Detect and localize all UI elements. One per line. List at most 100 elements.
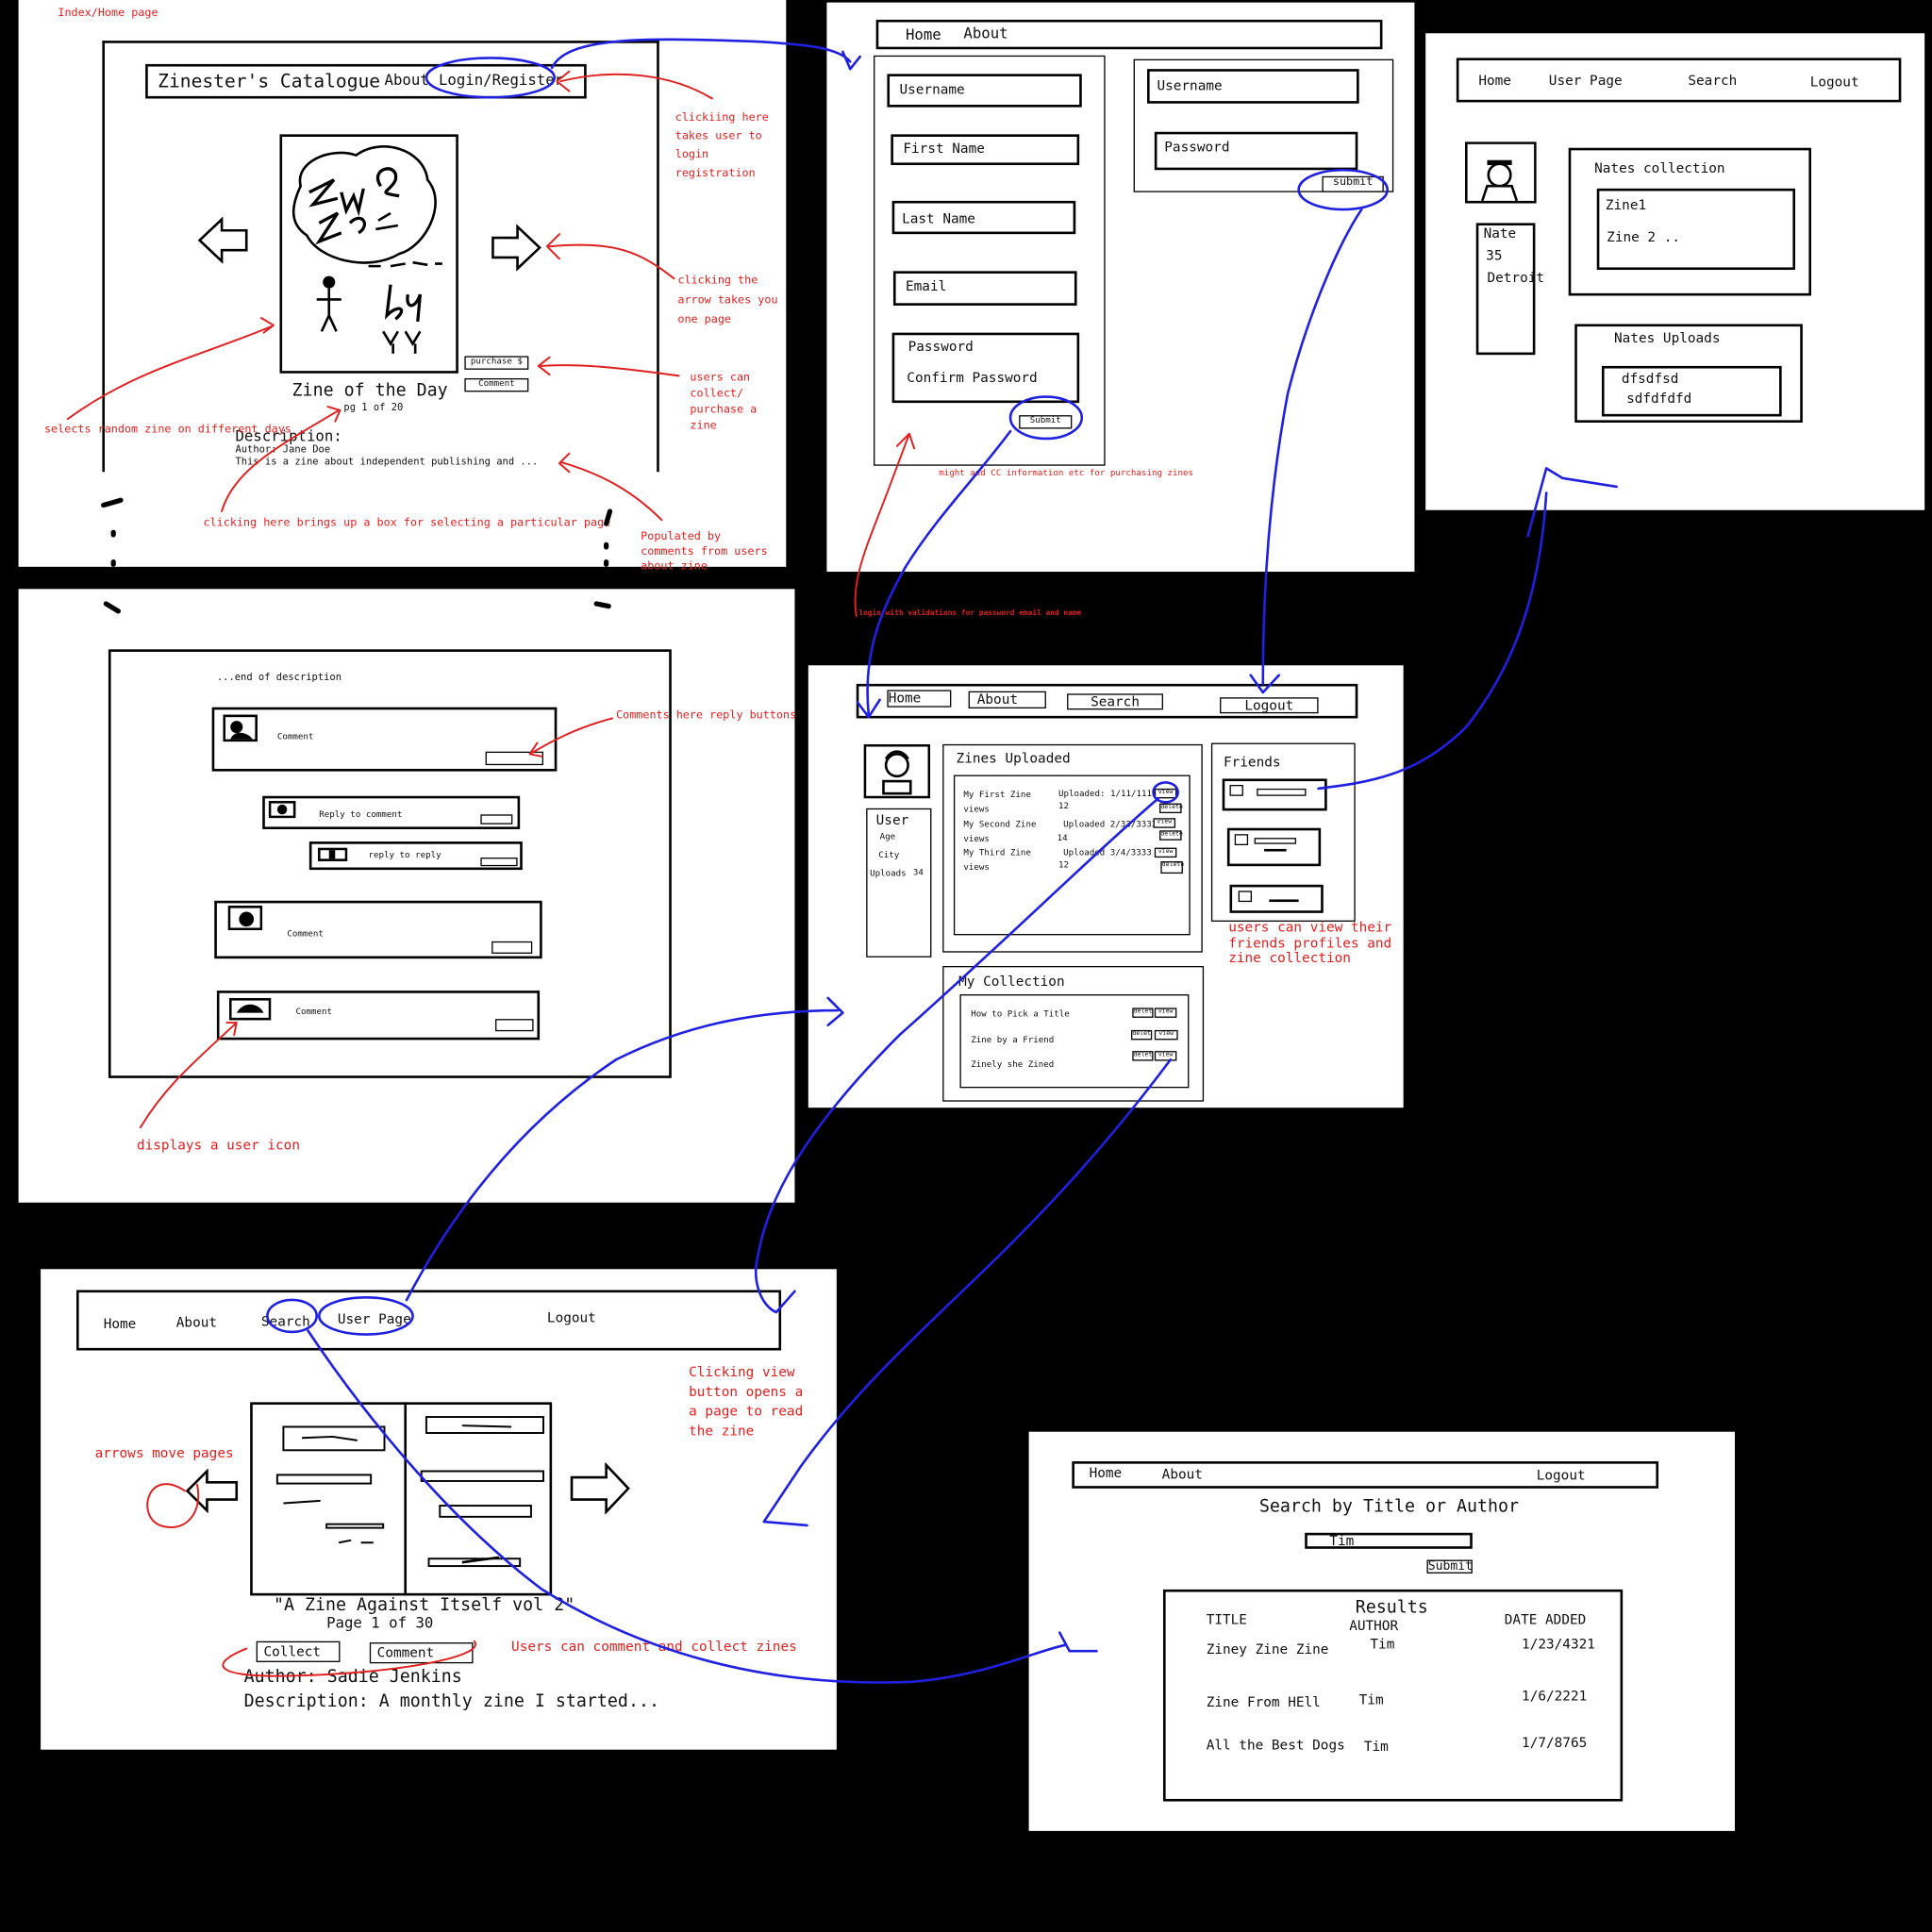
friend-collection-item[interactable]: Zine1	[1605, 196, 1647, 213]
result-title[interactable]: Ziney Zine Zine	[1206, 1641, 1329, 1657]
reader-author: Author: Sadie Jenkins	[243, 1667, 462, 1688]
collect-button[interactable]: Collect	[256, 1641, 341, 1662]
reply-button[interactable]	[480, 858, 518, 867]
purchase-button[interactable]: purchase $	[464, 356, 529, 370]
reply-button[interactable]	[495, 1019, 534, 1032]
first-name-field[interactable]: First Name	[891, 134, 1080, 166]
collection-item[interactable]: Zinely she Zined	[971, 1059, 1055, 1070]
friend-collection-item[interactable]: Zine 2 ..	[1607, 228, 1681, 245]
confirm-password-field[interactable]: Confirm Password	[907, 369, 1038, 386]
view-button[interactable]: view	[1153, 818, 1176, 828]
register-form	[874, 55, 1106, 466]
nav-about-link[interactable]: About	[968, 691, 1046, 709]
view-button[interactable]: view	[1154, 1029, 1178, 1041]
register-submit-button[interactable]: Submit	[1019, 415, 1073, 429]
search-submit-button[interactable]: Submit	[1426, 1559, 1473, 1574]
nav-home-link[interactable]: Home	[905, 25, 941, 43]
uploaded-zine-views-label: views	[963, 804, 990, 815]
login-password-field[interactable]: Password	[1154, 131, 1358, 171]
site-title: Zinester's Catalogue	[158, 70, 381, 92]
annotation-view: Clicking view button opens a a page to r…	[689, 1363, 804, 1440]
nav-home-link[interactable]: Home	[103, 1315, 137, 1332]
reader-comment-button[interactable]: Comment	[369, 1642, 474, 1664]
collection-item[interactable]: How to Pick a Title	[971, 1008, 1070, 1020]
index-page-counter[interactable]: pg 1 of 20	[343, 401, 404, 413]
zine-cover[interactable]	[279, 134, 458, 374]
friend-upload-item[interactable]: sdfdfdfd	[1626, 391, 1692, 408]
uploaded-zine-views: 12	[1058, 800, 1069, 811]
result-title[interactable]: Zine From HEll	[1206, 1693, 1321, 1710]
friend-card[interactable]	[1229, 884, 1324, 913]
nav-logout-link[interactable]: Logout	[1809, 74, 1859, 91]
nav-search-link[interactable]: Search	[260, 1313, 310, 1330]
nav-logout-link[interactable]: Logout	[1536, 1467, 1586, 1484]
reader-page-counter[interactable]: Page 1 of 30	[326, 1614, 434, 1632]
result-author: Tim	[1363, 1738, 1389, 1755]
nav-user-page-link[interactable]: User Page	[1548, 73, 1623, 90]
friend-name: Nate	[1483, 225, 1517, 242]
nav-logout-link[interactable]: Logout	[546, 1309, 596, 1326]
search-input[interactable]: Tim	[1305, 1532, 1473, 1549]
view-button[interactable]: view	[1154, 1051, 1177, 1061]
nav-user-page-link[interactable]: User Page	[337, 1310, 411, 1327]
last-name-field[interactable]: Last Name	[891, 200, 1076, 235]
reply-button[interactable]	[491, 941, 533, 954]
reply-button[interactable]	[485, 751, 543, 766]
delete-button[interactable]: delete	[1160, 860, 1184, 874]
nav-about-link[interactable]: About	[384, 71, 429, 90]
comment-label: Comment	[276, 731, 314, 742]
view-button[interactable]: view	[1154, 1008, 1177, 1018]
friend-uploads-title: Nates Uploads	[1614, 330, 1721, 347]
delete-button[interactable]: delete	[1132, 1051, 1154, 1061]
email-field[interactable]: Email	[892, 271, 1077, 306]
password-field[interactable]: Password	[908, 339, 974, 356]
nav-home-link[interactable]: Home	[1478, 73, 1511, 90]
arrow-left-icon[interactable]	[197, 216, 249, 264]
uploaded-zine-name[interactable]: My Third Zine	[963, 847, 1031, 858]
reply-button[interactable]	[480, 814, 513, 824]
delete-button[interactable]: delete	[1159, 803, 1183, 814]
friend-name-bar	[1254, 838, 1297, 844]
search-heading: Search by Title or Author	[1258, 1496, 1520, 1517]
delete-button[interactable]: delete	[1131, 1029, 1153, 1041]
friend-avatar-icon	[1238, 891, 1253, 903]
arrow-right-icon[interactable]	[569, 1462, 630, 1515]
result-title[interactable]: All the Best Dogs	[1206, 1737, 1345, 1754]
nav-login-link[interactable]: Login/Register	[438, 71, 564, 90]
result-date: 1/23/4321	[1522, 1636, 1595, 1653]
friend-card[interactable]	[1226, 827, 1322, 867]
nav-search-link[interactable]: Search	[1688, 73, 1738, 90]
collection-item[interactable]: Zine by a Friend	[971, 1035, 1055, 1045]
login-submit-button[interactable]: submit	[1322, 175, 1384, 192]
delete-button[interactable]: delete	[1159, 830, 1183, 841]
nav-about-link[interactable]: About	[1161, 1466, 1203, 1483]
results-title: Results	[1355, 1598, 1428, 1618]
annotation-validations: login with validations for password emai…	[858, 608, 1082, 618]
index-comment-button[interactable]: Comment	[464, 377, 529, 392]
nav-logout-link[interactable]: Logout	[1220, 697, 1319, 714]
result-author: Tim	[1370, 1636, 1395, 1653]
nav-home-link[interactable]: Home	[887, 690, 952, 708]
friend-card[interactable]	[1222, 778, 1327, 811]
friend-upload-item[interactable]: dfsdfsd	[1621, 371, 1679, 388]
nav-search-link[interactable]: Search	[1067, 693, 1163, 710]
arrow-right-icon[interactable]	[491, 224, 542, 272]
annotation-comments-populated: Populated by comments from users about z…	[641, 530, 768, 574]
arrow-left-icon[interactable]	[185, 1468, 239, 1513]
uploaded-zine-views-label: views	[963, 862, 990, 873]
nav-about-link[interactable]: About	[175, 1314, 218, 1331]
username-field[interactable]: Username	[887, 74, 1082, 108]
uploaded-zine-name[interactable]: My Second Zine	[963, 819, 1037, 830]
nav-home-link[interactable]: Home	[1089, 1464, 1123, 1481]
login-username-field[interactable]: Username	[1146, 69, 1359, 104]
uploaded-zine-name[interactable]: My First Zine	[963, 790, 1031, 800]
uploaded-zine-views-label: views	[963, 834, 990, 844]
view-button[interactable]: view	[1154, 847, 1177, 858]
nav-about-link[interactable]: About	[963, 25, 1008, 42]
friend-avatar-icon	[1234, 834, 1249, 845]
user-city: City	[878, 850, 900, 860]
delete-button[interactable]: delete	[1132, 1008, 1154, 1018]
view-button[interactable]: view	[1154, 788, 1177, 799]
results-table	[1162, 1589, 1624, 1802]
user-avatar-icon	[228, 997, 272, 1021]
